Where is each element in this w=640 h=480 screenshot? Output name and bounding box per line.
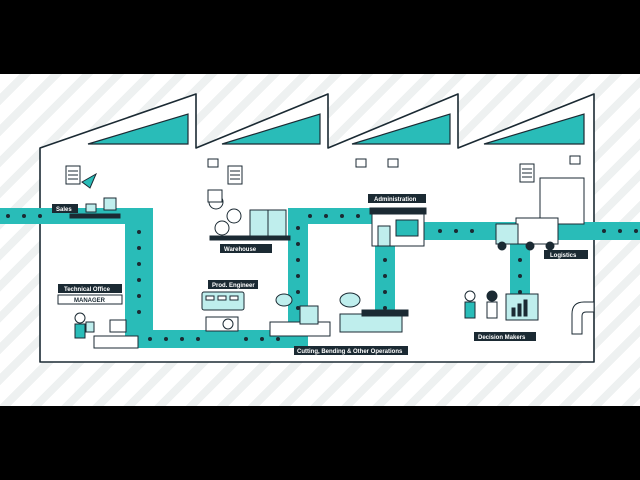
label-cutting: Cutting, Bending & Other Operations [297,349,403,355]
label-prod-engineer: Prod. Engineer [212,283,255,289]
label-administration: Administration [374,197,417,203]
pipe-icon [571,301,595,335]
label-warehouse: Warehouse [224,247,257,253]
technical-office-person [74,312,139,349]
sales-desk [69,172,121,219]
factory-diagram: Sales Technical Office MANAGER Prod. Eng… [0,93,640,363]
prod-engineer-area [201,291,245,332]
administration-building [369,207,427,247]
factory-building [39,93,595,363]
cutting-machines [269,292,409,337]
label-plates [52,194,588,355]
label-manager: MANAGER [74,298,106,304]
warehouse-stack [207,189,291,241]
label-technical-office: Technical Office [64,287,111,293]
document-icon [65,155,581,185]
label-logistics: Logistics [550,253,577,259]
truck-icon [495,177,585,251]
label-sales: Sales [56,207,72,213]
decision-makers-group [464,290,539,321]
label-decision-makers: Decision Makers [478,335,526,341]
skylights [87,113,585,145]
conveyor-dots [6,214,638,341]
